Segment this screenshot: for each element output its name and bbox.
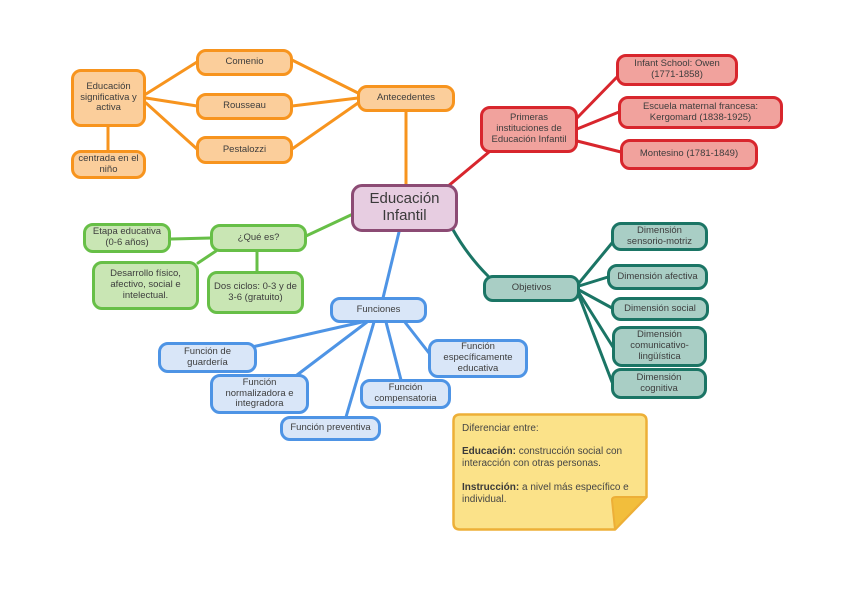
connector xyxy=(577,294,614,384)
node-infant-school-owen[interactable]: Infant School: Owen (1771-1858) xyxy=(616,54,738,86)
connector xyxy=(577,291,615,349)
connector xyxy=(304,212,355,238)
node-dimension-cognitiva[interactable]: Dimensión cognitiva xyxy=(611,368,707,399)
node-pestalozzi[interactable]: Pestalozzi xyxy=(196,136,293,164)
note-item-educacion: Educación: construcción social con inter… xyxy=(462,446,623,470)
connector xyxy=(290,58,360,95)
folded-corner xyxy=(611,496,648,531)
orange-connectors xyxy=(106,58,408,187)
node-comenio[interactable]: Comenio xyxy=(196,49,293,76)
teal-connectors xyxy=(450,226,615,384)
connector xyxy=(344,320,376,419)
connector xyxy=(402,319,431,355)
node-etapa-educativa[interactable]: Etapa educativa (0-6 años) xyxy=(83,223,171,253)
node-funcion-compensatoria[interactable]: Función compensatoria xyxy=(360,379,451,409)
connector xyxy=(381,230,401,300)
node-label: Rousseau xyxy=(223,100,266,112)
node-label: Función preventiva xyxy=(290,422,371,434)
connector xyxy=(384,320,403,382)
connector xyxy=(575,110,621,131)
connector xyxy=(250,320,364,349)
node-rousseau[interactable]: Rousseau xyxy=(196,93,293,120)
green-connectors xyxy=(169,212,355,274)
node-dimension-afectiva[interactable]: Dimensión afectiva xyxy=(607,264,708,290)
node-funcion-guarderia[interactable]: Función de guardería xyxy=(158,342,257,373)
node-label: Infant School: Owen (1771-1858) xyxy=(634,58,720,80)
node-label: Primeras instituciones de Educación Infa… xyxy=(491,112,567,145)
node-label: Función compensatoria xyxy=(374,382,437,404)
node-label: Escuela maternal francesa: Kergomard (18… xyxy=(642,100,759,123)
node-label: Desarrollo físico, afectivo, social e in… xyxy=(110,268,181,301)
node-label: ¿Qué es? xyxy=(237,231,280,243)
connector xyxy=(144,101,199,151)
node-dimension-social[interactable]: Dimensión social xyxy=(611,297,709,321)
node-montesino[interactable]: Montesino (1781-1849) xyxy=(620,139,758,170)
node-label: Función normalizadora e integradora xyxy=(225,376,294,410)
node-escuela-maternal-kergomard[interactable]: Escuela maternal francesa: Kergomard (18… xyxy=(618,96,783,129)
node-educacion-significativa[interactable]: Educación significativa y activa xyxy=(71,69,146,127)
node-dimension-sensorio-motriz[interactable]: Dimensión sensorio-motriz xyxy=(611,222,708,251)
connector xyxy=(290,96,360,108)
node-label: Dimensión comunicativo-lingüística xyxy=(630,329,689,362)
node-label: Objetivos xyxy=(511,282,552,294)
connector xyxy=(575,139,623,154)
node-objetivos[interactable]: Objetivos xyxy=(483,275,580,302)
node-funciones[interactable]: Funciones xyxy=(330,297,427,323)
node-label: Función de guardería xyxy=(183,345,231,368)
node-que-es[interactable]: ¿Qué es? xyxy=(210,224,307,252)
node-label: Antecedentes xyxy=(376,92,436,104)
node-educacion-infantil-central[interactable]: Educación Infantil xyxy=(351,184,458,232)
connector xyxy=(450,226,490,278)
node-label: Dimensión cognitiva xyxy=(636,371,682,394)
node-antecedentes[interactable]: Antecedentes xyxy=(357,85,455,112)
connector xyxy=(577,275,610,288)
node-label: Dimensión sensorio-motriz xyxy=(627,224,692,247)
node-funcion-preventiva[interactable]: Función preventiva xyxy=(280,416,381,441)
node-label: centrada en el niño xyxy=(78,152,139,175)
node-primeras-instituciones[interactable]: Primeras instituciones de Educación Infa… xyxy=(480,106,578,153)
node-label: Dos ciclos: 0-3 y de 3-6 (gratuito) xyxy=(214,280,297,303)
connector xyxy=(577,241,614,285)
sticky-note-shape xyxy=(452,413,648,531)
connector xyxy=(575,75,619,120)
node-desarrollo[interactable]: Desarrollo físico, afectivo, social e in… xyxy=(92,261,199,310)
sticky-note[interactable]: Diferenciar entre: Educación: construcci… xyxy=(452,413,648,531)
node-label: Educación significativa y activa xyxy=(80,80,137,114)
blue-connectors xyxy=(250,230,431,419)
node-label: Dimensión social xyxy=(624,302,696,314)
connector xyxy=(144,60,199,96)
connector xyxy=(295,320,369,377)
connector xyxy=(290,101,360,151)
node-label: Montesino (1781-1849) xyxy=(639,148,739,160)
note-item-instruccion: Instrucción: a nivel más específico e in… xyxy=(462,481,629,505)
node-label: Funciones xyxy=(356,303,401,315)
connector xyxy=(196,249,218,265)
node-funcion-especificamente-educativa[interactable]: Función específicamente educativa xyxy=(428,339,528,378)
node-label: Etapa educativa (0-6 años) xyxy=(92,226,162,248)
node-centrada-en-el-nino[interactable]: centrada en el niño xyxy=(71,150,146,179)
red-connectors xyxy=(445,75,623,189)
node-dimension-comunicativo-linguistica[interactable]: Dimensión comunicativo-lingüística xyxy=(612,326,707,367)
node-label: Comenio xyxy=(225,56,264,68)
connector xyxy=(144,96,199,108)
connector xyxy=(445,150,491,189)
connector xyxy=(577,288,614,310)
node-dos-ciclos[interactable]: Dos ciclos: 0-3 y de 3-6 (gratuito) xyxy=(207,271,304,314)
node-label: Dimensión afectiva xyxy=(617,270,698,282)
sticky-note-text: Diferenciar entre: Educación: construcci… xyxy=(462,423,634,517)
node-label: Función específicamente educativa xyxy=(443,341,513,374)
node-label: Educación Infantil xyxy=(369,190,440,224)
connector xyxy=(169,236,213,241)
node-funcion-normalizadora[interactable]: Función normalizadora e integradora xyxy=(210,374,309,414)
node-label: Pestalozzi xyxy=(222,143,267,155)
note-title: Diferenciar entre: xyxy=(462,423,539,434)
